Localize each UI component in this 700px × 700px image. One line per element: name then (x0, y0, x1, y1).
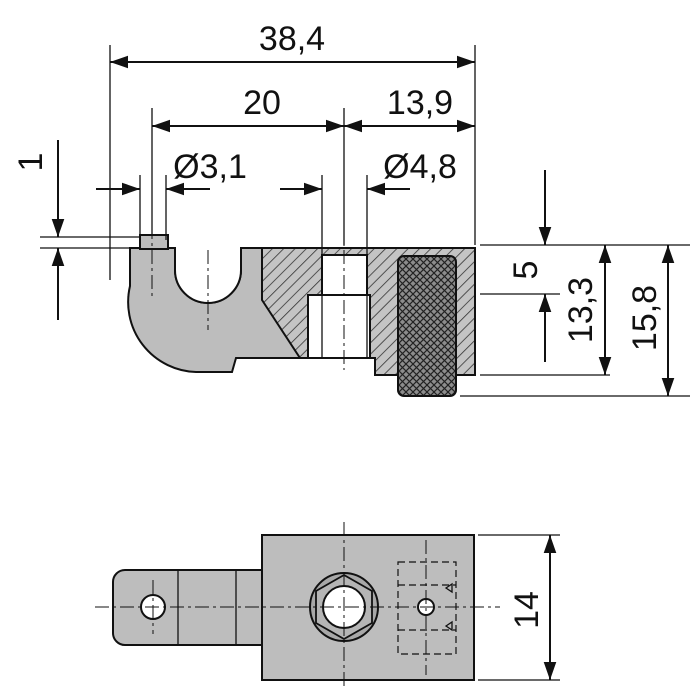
dim-large-bore: Ø4,8 (383, 148, 457, 186)
tab-arm (112, 569, 263, 646)
dim-body-height: 13,3 (562, 277, 600, 343)
dim-hook-to-center: 20 (243, 84, 281, 122)
knurled-nut (397, 255, 457, 397)
dim-bore-depth: 5 (507, 261, 545, 280)
lower-bore (307, 294, 371, 359)
top-view: 14 (95, 522, 560, 690)
locating-pin (139, 234, 169, 250)
dim-total-height: 15,8 (626, 285, 664, 351)
dim-center-to-end: 13,9 (387, 84, 453, 122)
nut-markers (444, 582, 453, 632)
dim-width: 14 (508, 591, 546, 629)
side-view: 38,4 20 13,9 Ø3,1 Ø4,8 1 5 13,3 15,8 (12, 20, 690, 397)
dim-small-bore: Ø3,1 (173, 148, 247, 186)
dim-offset: 1 (12, 153, 50, 172)
dim-overall-length: 38,4 (259, 20, 325, 58)
hidden-nut-outline (397, 561, 457, 655)
